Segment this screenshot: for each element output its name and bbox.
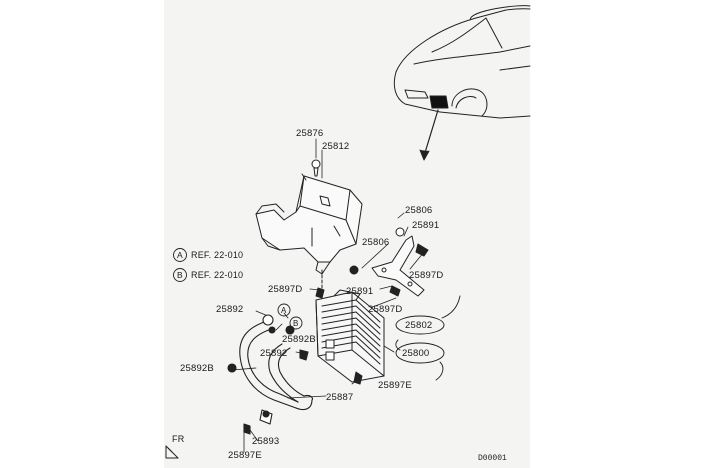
part-label-25892b-right: 25892B <box>282 334 316 345</box>
oil-cooler <box>315 287 385 385</box>
vehicle-outline <box>393 5 531 119</box>
front-arrow-icon <box>165 445 179 459</box>
mounting-bracket <box>349 227 429 297</box>
air-duct <box>255 159 363 299</box>
callout-b: B <box>293 319 299 328</box>
part-label-25806-top: 25806 <box>405 205 433 216</box>
reference-a-text: REF. 22-010 <box>191 250 244 260</box>
part-label-25812: 25812 <box>322 141 350 152</box>
part-label-25897e-bottom: 25897E <box>228 450 262 461</box>
part-label-25891-top: 25891 <box>412 220 440 231</box>
part-label-25897d-right: 25897D <box>409 270 444 281</box>
part-label-25806-mid: 25806 <box>362 237 390 248</box>
reference-b-text: REF. 22-010 <box>191 270 244 280</box>
part-label-25892-mid: 25892 <box>260 348 288 359</box>
location-arrow <box>419 109 439 161</box>
part-label-25892-top: 25892 <box>216 304 244 315</box>
reference-a-marker: A <box>177 250 183 260</box>
part-label-25800: 25800 <box>402 348 430 359</box>
part-label-25876: 25876 <box>296 128 324 139</box>
part-label-25897e-right: 25897E <box>378 380 412 391</box>
hand-marks <box>395 295 461 381</box>
part-label-25897d-left: 25897D <box>268 284 303 295</box>
front-label: FR <box>172 434 185 444</box>
callout-a: A <box>281 306 287 315</box>
part-label-25897d-mid: 25897D <box>368 304 403 315</box>
callout-circles <box>173 248 303 330</box>
part-label-25887: 25887 <box>326 392 354 403</box>
reference-b-marker: B <box>177 270 183 280</box>
part-label-25892b-left: 25892B <box>180 363 214 374</box>
drawing-code: D00001 <box>478 454 507 463</box>
cooler-hoses <box>227 314 314 435</box>
part-label-25891-mid: 25891 <box>346 286 374 297</box>
part-label-25802: 25802 <box>405 320 433 331</box>
part-label-25893: 25893 <box>252 436 280 447</box>
